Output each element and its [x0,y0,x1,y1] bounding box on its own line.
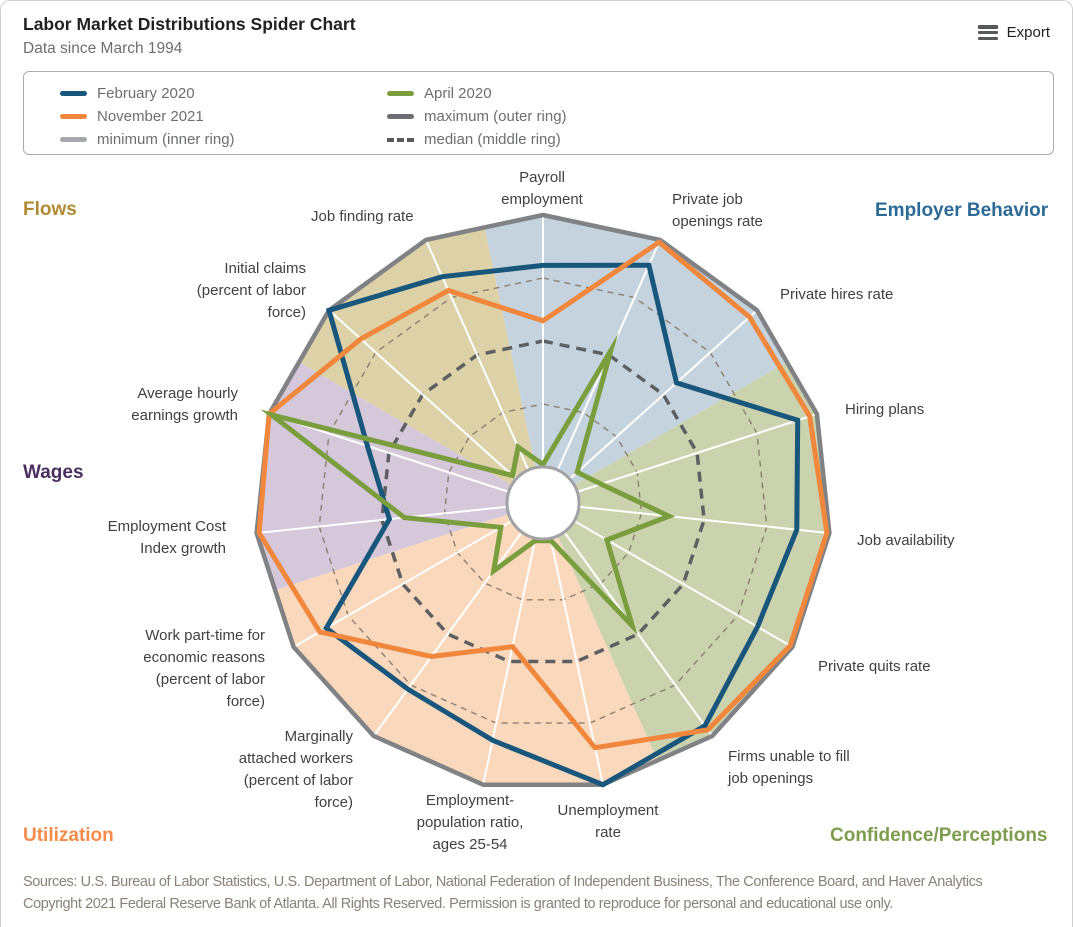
page-subtitle: Data since March 1994 [23,40,183,57]
axis-spoke [268,413,510,493]
legend-item-label: February 2020 [97,85,195,102]
sector-wedge [299,227,543,503]
axis-spoke [569,309,758,480]
axis-label: Work part-time for economic reasons (per… [143,627,265,710]
line-swatch [387,114,414,119]
export-menu-icon [977,23,998,42]
axis-label: Private quits rate [818,658,931,675]
axis-label: Initial claims (percent of labor force) [196,260,306,321]
series-november-2021 [256,239,830,751]
axis-spoke [482,538,537,785]
legend-item-label: maximum (outer ring) [424,108,567,125]
page-title: Labor Market Distributions Spider Chart [23,14,356,34]
minimum-inner-ring [505,465,581,541]
legend-item: maximum (outer ring) [387,105,1053,128]
legend-item: February 2020 [60,82,387,105]
legend-item: minimum (inner ring) [60,128,387,151]
axis-label: Private job openings rate [672,191,763,230]
line-swatch [60,91,87,96]
legend-item: April 2020 [387,82,1053,105]
legend-item-label: minimum (inner ring) [97,131,235,148]
axis-label: Hiring plans [845,401,925,418]
sector-wedge [256,362,543,591]
sector-title: Employer Behavior [875,200,1049,221]
axis-spoke [578,505,830,535]
sector-title: Utilization [23,825,114,846]
legend-item: November 2021 [60,105,387,128]
axis-spoke [576,413,818,493]
line-swatch [60,137,87,142]
sector-title: Wages [23,462,84,483]
axis-label: Employment- population ratio, ages 25-54 [416,792,524,853]
axis-label: Marginally attached workers (percent of … [238,728,353,811]
series-april-2020 [260,333,676,636]
legend-column-2: April 2020 maximum (outer ring) median (mi… [387,82,1053,154]
axis-label: Job availability [857,532,955,549]
axis-label: Job finding rate [311,208,414,225]
axis-label: Employment Cost Index growth [107,518,226,557]
footer-copyright: Copyright 2021 Federal Reserve Bank of A… [23,896,893,912]
export-button-label: Export [1006,24,1050,42]
maximum-outer-ring [254,212,832,787]
legend-item-label: median (middle ring) [424,131,561,148]
axis-label: Private hires rate [780,286,894,303]
series-february-2020 [323,262,801,788]
line-swatch [387,91,414,96]
export-button[interactable]: Export [970,19,1058,46]
sector-wedge [543,362,830,761]
quartile-ring [443,403,643,601]
axis-label: Payroll employment [501,169,583,208]
legend-item-label: April 2020 [424,85,492,102]
dashed-line-swatch [387,137,414,142]
axis-label: Firms unable to fill job openings [728,748,850,787]
legend-item: median (middle ring) [387,128,1053,151]
sector-title: Flows [23,199,77,220]
line-swatch [60,114,87,119]
footer-sources: Sources: U.S. Bureau of Labor Statistics… [23,874,983,890]
median-ring [380,339,706,664]
axis-label: Average hourly earnings growth [131,385,238,424]
axis-spoke [256,505,508,535]
legend-item-label: November 2021 [97,108,204,125]
axis-label: Unemployment rate [557,802,659,841]
sector-title: Confidence/Perceptions [830,825,1048,846]
axis-spoke [563,531,714,737]
